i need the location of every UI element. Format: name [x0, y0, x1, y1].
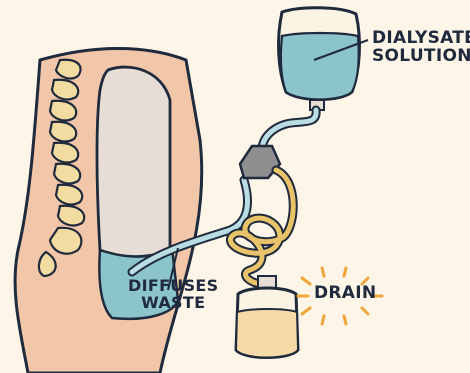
dialysate-label-line2: SOLUTION: [372, 48, 470, 66]
drain-label: DRAIN: [314, 285, 376, 303]
diffuses-label-line2: WASTE: [128, 295, 218, 312]
peritoneal-cavity: [97, 67, 170, 257]
diffuses-waste-label: DIFFUSES WASTE: [128, 278, 218, 312]
dialysate-solution-label: DIALYSATE SOLUTION: [372, 30, 470, 66]
drain-bag: [236, 276, 298, 358]
